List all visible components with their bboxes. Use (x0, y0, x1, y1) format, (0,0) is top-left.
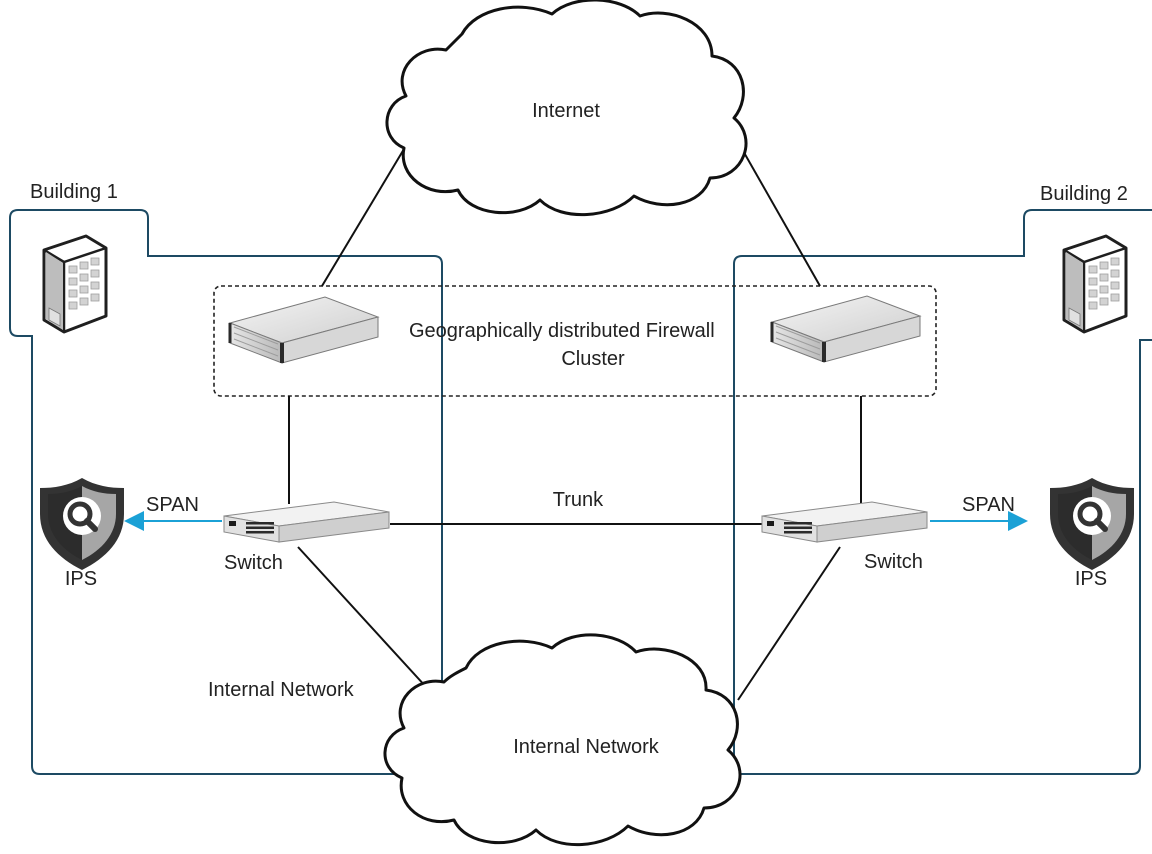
link-switch-right-internal (737, 546, 841, 701)
span-right-label: SPAN (962, 494, 1015, 516)
cluster-label-line2: Cluster (561, 348, 625, 370)
switch-right-icon (761, 501, 928, 543)
ips-left-shield-icon (40, 478, 124, 570)
switch-left-icon (223, 501, 390, 543)
building-1-boundary (9, 209, 443, 775)
switch-left-label: Switch (224, 552, 283, 574)
building-2-label: Building 2 (1040, 183, 1128, 205)
trunk-label: Trunk (553, 489, 604, 511)
internal-network-cloud-label: Internal Network (513, 736, 660, 758)
internal-network-link-label: Internal Network (208, 679, 355, 701)
building-1-icon (42, 234, 108, 334)
building-1-label: Building 1 (30, 181, 118, 203)
internet-label: Internet (532, 100, 600, 122)
firewall-right-server-icon (770, 294, 922, 364)
firewall-cluster-box (213, 285, 937, 397)
switch-right-label: Switch (864, 551, 923, 573)
ips-right-label: IPS (1075, 568, 1107, 590)
ips-right-shield-icon (1050, 478, 1134, 570)
internet-cloud-icon (385, 0, 748, 217)
building-2-icon (1062, 234, 1128, 334)
ips-left-label: IPS (65, 568, 97, 590)
internal-network-cloud-icon (383, 633, 742, 847)
link-internet-firewall-left (321, 143, 408, 287)
link-internet-firewall-right (737, 141, 821, 287)
cluster-label-line1: Geographically distributed Firewall (409, 320, 715, 342)
span-left-label: SPAN (146, 494, 199, 516)
firewall-left-server-icon (228, 295, 380, 365)
link-switch-left-internal (297, 546, 439, 701)
building-2-boundary (733, 209, 1152, 775)
